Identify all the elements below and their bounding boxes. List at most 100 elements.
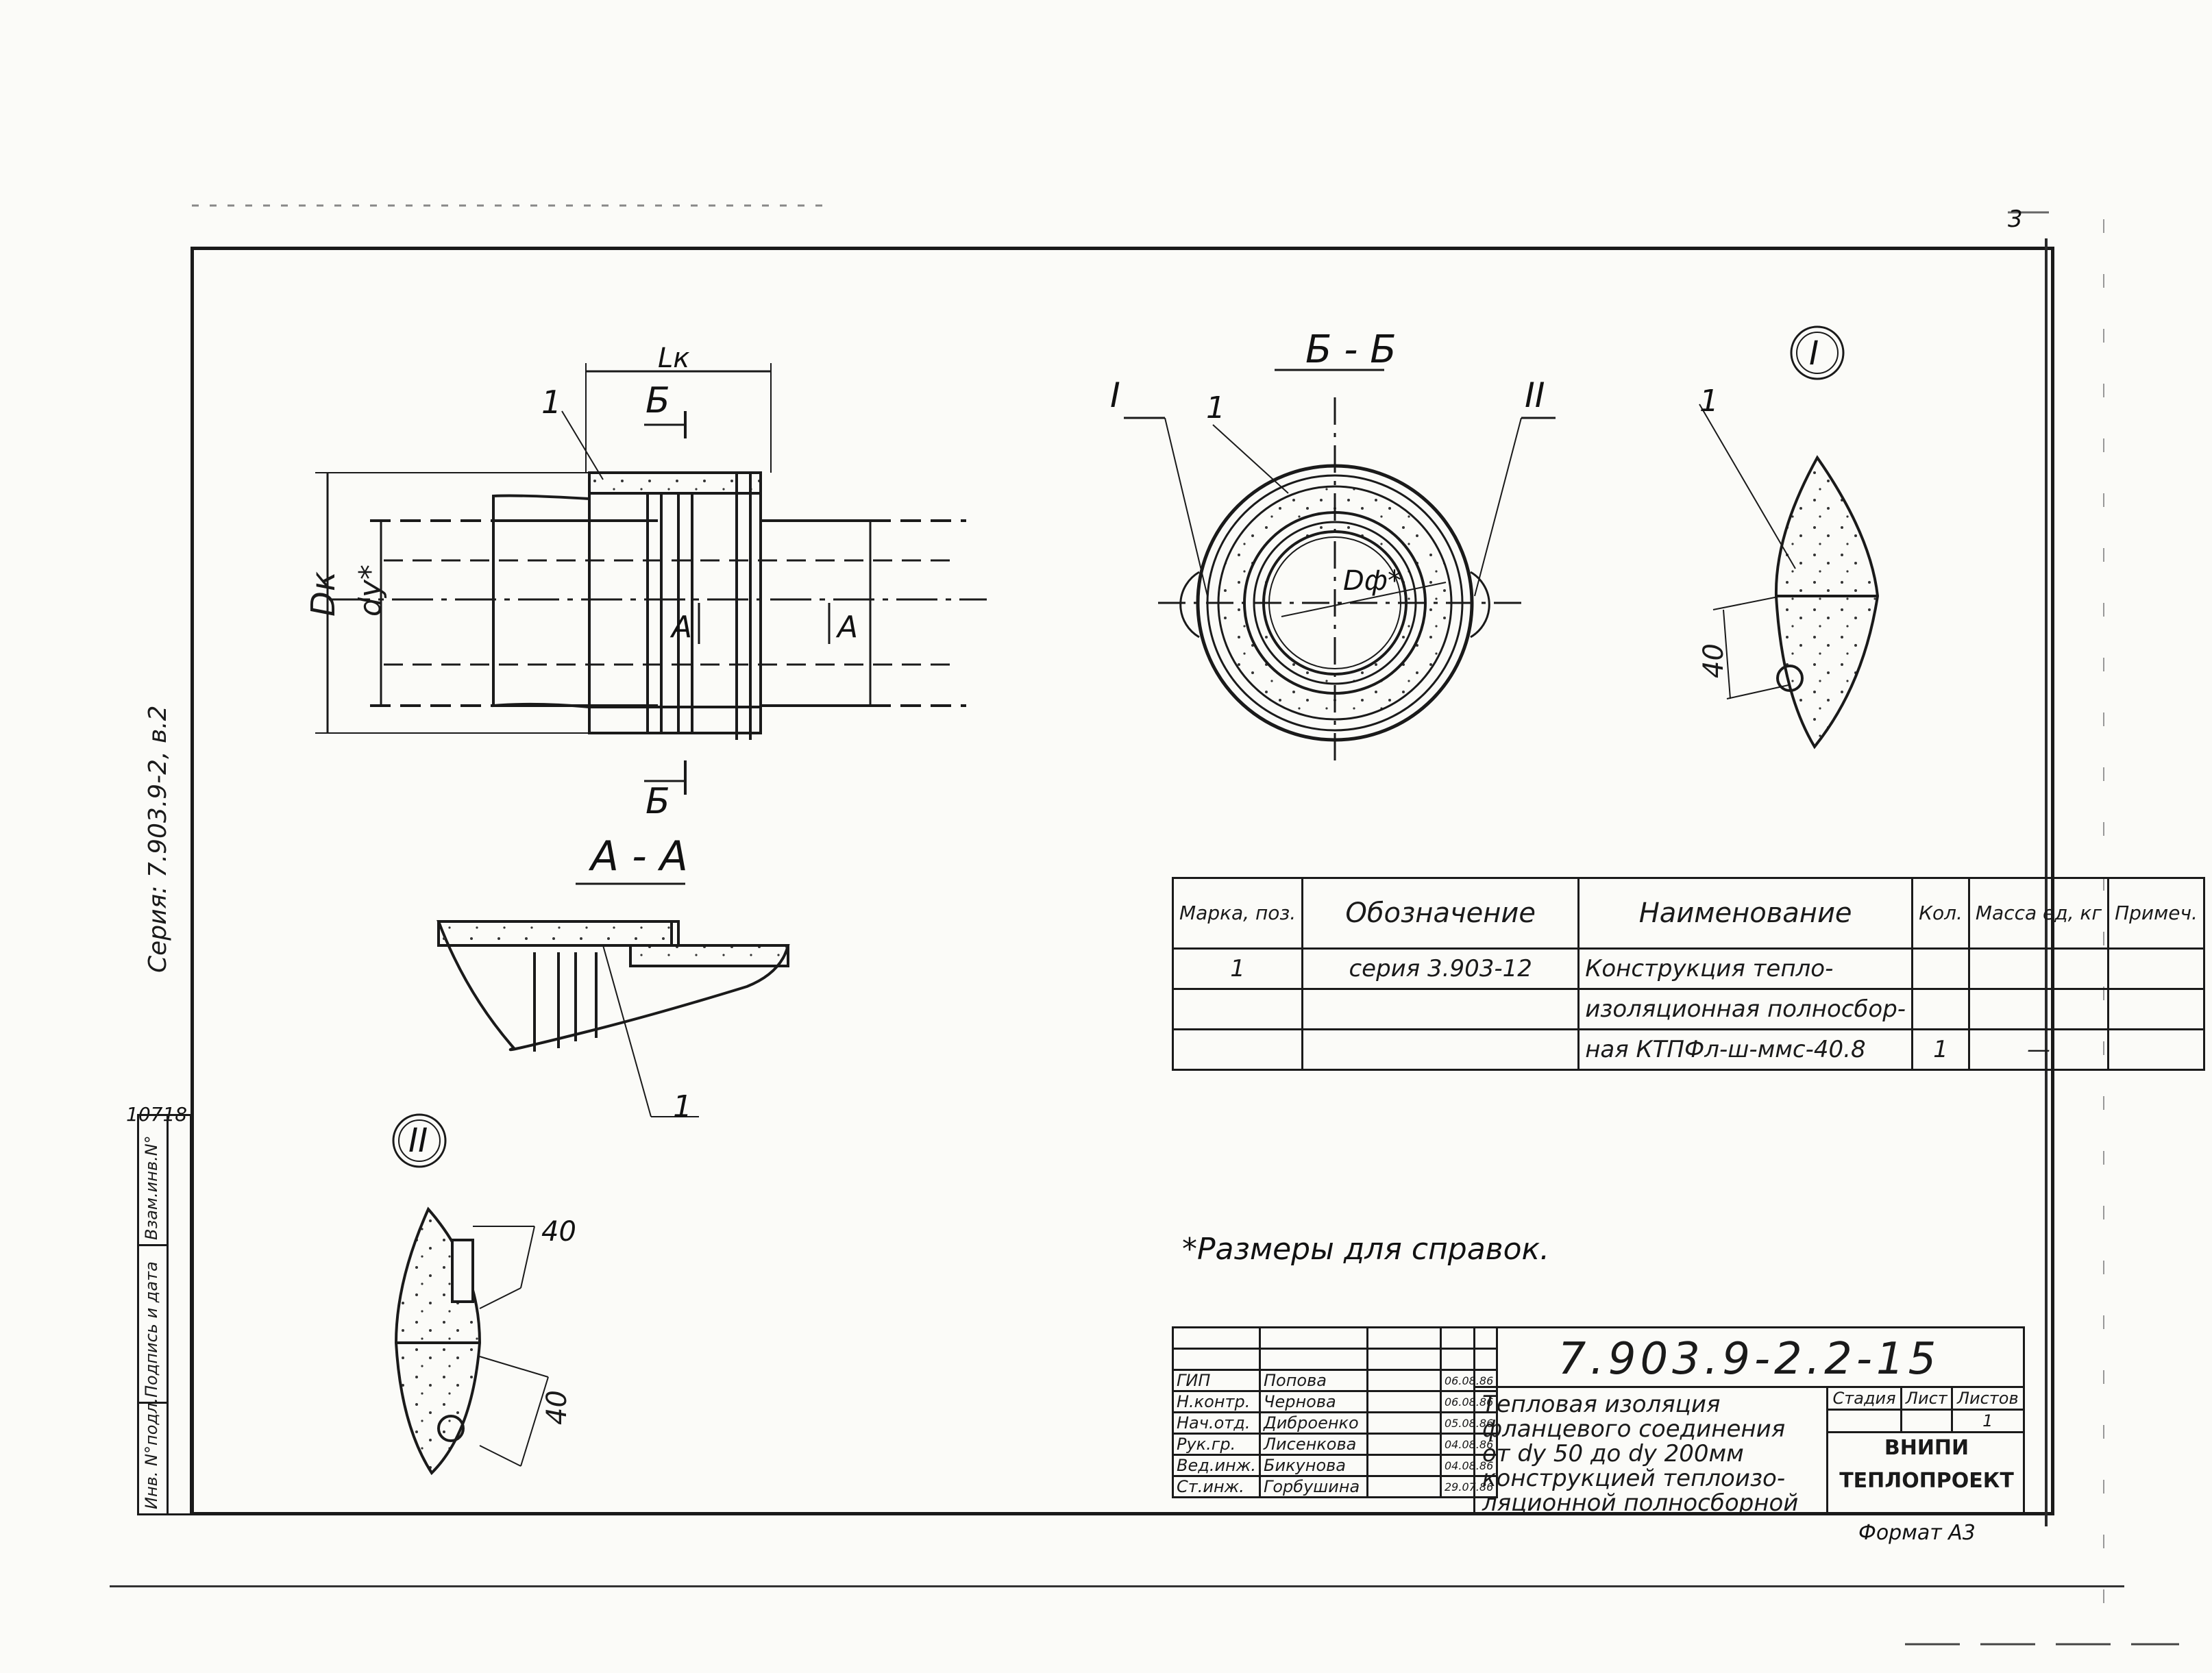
table-row: Н.контр. Чернова 06.08.86 [1172,1390,1499,1413]
spec-header-designation: Обозначение [1301,877,1580,950]
signatory-role: Н.контр. [1172,1390,1261,1413]
signature [1366,1390,1442,1413]
sheet-number: 3 [2008,206,2023,233]
table-row: Вед.инж. Бикунова 04.08.86 [1172,1454,1499,1477]
signatory-date: 04.08.86 [1439,1433,1499,1456]
side-cell-sign: Подпись и дата [139,1246,167,1404]
pos-1-section-aa: 1 [673,1089,692,1124]
detail-i-title: I [1809,334,1819,373]
spec-header-mark: Марка, поз. [1171,877,1304,950]
specification-table: Марка, поз. Обозначение Наименование Кол… [1171,877,2205,1071]
dim-40-detail-ii-top: 40 [541,1216,576,1248]
table-row: Ст.инж. Горбушина 29.07.86 [1172,1475,1499,1498]
detail-ii-marker-bb: II [1525,375,1545,415]
sheet-value [1901,1409,1953,1433]
spec-cell [1911,988,1970,1030]
reference-note: *Размеры для справок. [1182,1232,1550,1267]
series-side-text: Серия: 7.903.9-2, в.2 [144,705,172,973]
table-row: Рук.гр. Лисенкова 04.08.86 [1172,1433,1499,1456]
spec-cell [1967,988,2110,1030]
signatory-table: ГИП Попова 06.08.86 Н.контр. Чернова 06.… [1172,1326,1499,1498]
signatory-date: 05.08.86 [1439,1411,1499,1435]
signatory-role: ГИП [1172,1369,1261,1392]
dim-df-label: Dф* [1343,565,1401,597]
description-line: конструкцией теплоизо- [1482,1465,1786,1492]
pos-1-detail-i: 1 [1699,384,1719,419]
signature [1366,1411,1442,1435]
dim-dk-label: Dк [304,571,343,617]
signatory-role: Ст.инж. [1172,1475,1261,1498]
signatory-name: Чернова [1259,1390,1368,1413]
spec-cell: Конструкция тепло- [1577,947,1914,990]
spec-cell [1967,947,2110,990]
stage-block: Стадия Лист Листов 1 ВНИПИ ТЕПЛОПРОЕКТ [1828,1388,2025,1515]
signatory-name: Диброенко [1259,1411,1368,1435]
spec-header-row: Марка, поз. Обозначение Наименование Кол… [1171,877,2205,950]
main-view [315,363,987,795]
table-row: Нач.отд. Диброенко 05.08.86 [1172,1411,1499,1435]
signatory-role: Вед.инж. [1172,1454,1261,1477]
organization-name-2: ТЕПЛОПРОЕКТ [1839,1469,2014,1493]
spec-cell: серия 3.903-12 [1301,947,1580,990]
stage-value [1828,1409,1903,1433]
spec-cell [2107,1028,2205,1071]
spec-cell: 1 [1171,947,1304,990]
signatory-date: 06.08.86 [1439,1390,1499,1413]
signature [1366,1369,1442,1392]
section-a-a [437,882,790,1117]
spec-cell [1911,947,1970,990]
signatory-date: 29.07.86 [1439,1475,1499,1498]
sheet-header: Лист [1901,1388,1953,1411]
section-aa-title: А - А [591,832,688,880]
section-a-marker-right: А [837,610,859,645]
detail-ii-title: II [408,1121,428,1160]
detail-i-marker-bb: I [1110,375,1120,415]
description-line: фланцевого соединения [1482,1415,1786,1443]
sheets-value: 1 [1952,1409,2023,1433]
table-row: 1 серия 3.903-12 Конструкция тепло- [1171,947,2205,990]
table-row: ная КТПФл-ш-ммс-40.8 1 — [1171,1028,2205,1071]
spec-header-note: Примеч. [2107,877,2205,950]
description-line: ляционной полносборной [1482,1489,1799,1517]
dim-lk-label: Lк [658,343,690,374]
spec-cell: ная КТПФл-ш-ммс-40.8 [1577,1028,1914,1071]
title-block: ГИП Попова 06.08.86 Н.контр. Чернова 06.… [1172,1326,2025,1515]
signatory-name: Горбушина [1259,1475,1368,1498]
section-b-b [1124,369,1556,767]
signatory-role: Рук.гр. [1172,1433,1261,1456]
spec-cell [1301,1028,1580,1071]
section-b-marker-top: Б [646,380,670,421]
dim-40-detail-i: 40 [1698,643,1730,678]
table-row: изоляционная полносбор- [1171,988,2205,1030]
description-line: Тепловая изоляция [1482,1391,1721,1418]
side-cell-replace: Взам.инв.N° [139,1116,167,1246]
side-stamp: Взам.инв.N° Подпись и дата Инв. N°подл. [137,1114,192,1515]
dim-40-detail-ii-bottom: 40 [541,1390,573,1425]
signatory-name: Попова [1259,1369,1368,1392]
spec-cell: изоляционная полносбор- [1577,988,1914,1030]
format-label: Формат А3 [1858,1521,1976,1545]
spec-cell [1171,988,1304,1030]
spec-cell [1171,1028,1304,1071]
spec-header-name: Наименование [1577,877,1914,950]
signature [1366,1433,1442,1456]
signature [1366,1475,1442,1498]
signatory-name: Лисенкова [1259,1433,1368,1456]
document-number: 7.903.9-2.2-15 [1473,1326,2025,1388]
detail-ii [392,1113,549,1476]
document-description: Тепловая изоляция фланцевого соединения … [1473,1388,1828,1515]
organization-name-1: ВНИПИ [1884,1436,1969,1460]
table-row: ГИП Попова 06.08.86 [1172,1369,1499,1392]
signatory-date: 04.08.86 [1439,1454,1499,1477]
stage-header: Стадия [1828,1388,1903,1411]
side-cell-inv: Инв. N°подл. [142,1398,161,1509]
spec-cell [1301,988,1580,1030]
spec-header-qty: Кол. [1911,877,1970,950]
dim-dy-label: dу* [353,565,388,617]
detail-i [1699,325,1880,749]
description-line: от dу 50 до dу 200мм [1482,1440,1744,1467]
spec-cell: — [1967,1028,2110,1071]
spec-cell: 1 [1911,1028,1970,1071]
signatory-role: Нач.отд. [1172,1411,1261,1435]
